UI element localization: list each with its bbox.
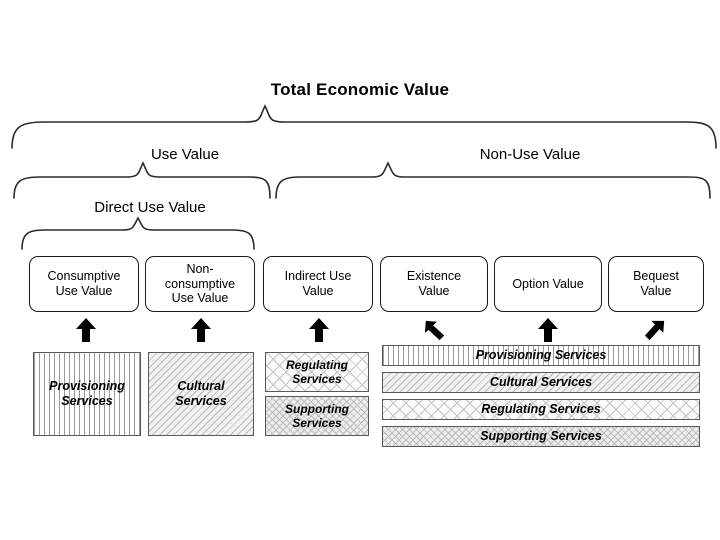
page-title: Total Economic Value <box>270 80 450 99</box>
value-box-line: Use Value <box>171 291 229 306</box>
arrow-up-icon-option <box>538 318 558 342</box>
service-box-line: Provisioning <box>49 379 125 393</box>
value-box-line: Value <box>640 284 672 298</box>
brace-direct-use-value <box>21 216 255 250</box>
arrow-up-left-icon-existence <box>424 320 445 341</box>
value-box-line: Use Value <box>55 284 113 298</box>
tier-label-use-value: Use Value <box>150 146 220 163</box>
service-box-provisioning-left[interactable]: Provisioning Services <box>33 352 141 436</box>
tier-label-direct-use-value: Direct Use Value <box>94 199 206 216</box>
service-bar-provisioning-non-use[interactable]: Provisioning Services <box>382 345 700 366</box>
value-box-line: Bequest <box>633 269 679 284</box>
service-box-line: Supporting <box>285 401 349 416</box>
brace-non-use-value <box>275 161 711 199</box>
value-box-line: Value <box>418 284 450 298</box>
service-box-regulating-indirect[interactable]: Regulating Services <box>265 352 369 392</box>
service-box-line: Services <box>292 416 342 430</box>
service-bar-supporting-non-use[interactable]: Supporting Services <box>382 426 700 447</box>
service-bar-regulating-non-use[interactable]: Regulating Services <box>382 399 700 420</box>
brace-use-value <box>13 161 271 199</box>
arrow-up-icon-consumptive <box>76 318 96 342</box>
value-box-line: consumptive <box>164 276 236 291</box>
service-box-line: Services <box>175 394 227 408</box>
value-box-bequest-value[interactable]: Bequest Value <box>608 256 704 312</box>
value-box-line: Existence <box>406 269 462 284</box>
value-box-option-value[interactable]: Option Value <box>494 256 602 312</box>
tier-label-non-use-value: Non-Use Value <box>479 146 581 163</box>
service-bar-cultural-non-use[interactable]: Cultural Services <box>382 372 700 393</box>
service-bar-label: Regulating Services <box>481 402 601 416</box>
service-box-supporting-indirect[interactable]: Supporting Services <box>265 396 369 436</box>
arrow-up-right-icon-bequest <box>644 320 665 341</box>
service-bar-label: Supporting Services <box>480 429 602 443</box>
value-box-consumptive-use-value[interactable]: Consumptive Use Value <box>29 256 139 312</box>
value-box-line: Value <box>302 284 334 298</box>
value-box-indirect-use-value[interactable]: Indirect Use Value <box>263 256 373 312</box>
arrow-up-icon-indirect <box>309 318 329 342</box>
service-box-line: Services <box>292 372 342 386</box>
brace-total <box>11 104 717 149</box>
service-box-cultural-left[interactable]: Cultural Services <box>148 352 254 436</box>
service-box-line: Regulating <box>286 357 348 372</box>
service-box-line: Services <box>61 394 113 408</box>
value-box-line: Non- <box>186 261 214 276</box>
value-box-line: Consumptive <box>47 269 121 284</box>
value-box-line: Indirect Use <box>284 269 352 284</box>
service-box-line: Cultural <box>177 379 225 393</box>
value-box-line: Option Value <box>512 276 584 291</box>
service-bar-label: Provisioning Services <box>475 348 607 362</box>
value-box-non-consumptive-use-value[interactable]: Non- consumptive Use Value <box>145 256 255 312</box>
service-bar-label: Cultural Services <box>489 375 593 389</box>
arrow-up-icon-non-consumptive <box>191 318 211 342</box>
value-box-existence-value[interactable]: Existence Value <box>380 256 488 312</box>
